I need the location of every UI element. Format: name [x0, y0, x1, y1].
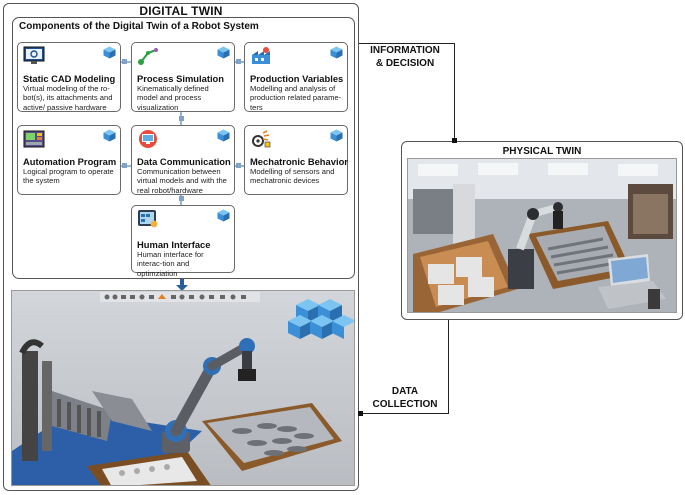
- card-mechatronic-behavior: Mechatronic Behavior Modelling of sensor…: [244, 125, 348, 195]
- decision-label-line: & DECISION: [375, 57, 435, 69]
- cube-icon: [330, 129, 343, 142]
- card-description: Logical program to operate the system: [23, 167, 114, 186]
- linear-axis: [22, 351, 38, 461]
- simulation-viewport: [11, 290, 355, 486]
- factory-icon: [252, 47, 270, 64]
- simulation-scene: [12, 291, 354, 485]
- cube-icon: [330, 46, 343, 59]
- connector-node: [179, 196, 184, 201]
- cad-monitor-icon: [23, 46, 45, 64]
- information-label-line: INFORMATION: [370, 45, 440, 56]
- card-data-communication: Data Communication Communication between…: [131, 125, 235, 195]
- card-description: Virtual modeling of the ro-bot(s), its a…: [23, 84, 113, 112]
- card-description: Human interface for interac-tion and opt…: [137, 250, 204, 278]
- cube-icon: [103, 129, 116, 142]
- touch-panel-icon: [138, 210, 158, 228]
- card-description: Communication between virtual models and…: [137, 167, 227, 195]
- plc-program-icon: [23, 130, 45, 148]
- card-title: Automation Program: [23, 156, 117, 167]
- card-human-interface: Human Interface Human interface for inte…: [131, 205, 235, 278]
- info-connector-h: [359, 43, 455, 45]
- physical-twin-photo: [407, 158, 677, 313]
- connector-node: [179, 116, 184, 121]
- connector-node: [236, 163, 241, 168]
- connector-node: [236, 59, 241, 64]
- data-connector-v: [448, 320, 450, 414]
- network-computer-icon: [139, 130, 157, 148]
- card-description: Modelling and analysis of production rel…: [250, 84, 342, 112]
- down-arrow-icon: [176, 279, 188, 291]
- card-title: Mechatronic Behavior: [250, 156, 348, 167]
- card-automation-program: Automation Program Logical program to op…: [17, 125, 121, 195]
- data-collection-label: DATA COLLECTION: [361, 386, 449, 411]
- card-title: Process Simulation: [137, 73, 225, 84]
- cube-icon: [217, 129, 230, 142]
- connector-node: [122, 59, 127, 64]
- card-description: Modelling of sensors and mechatronic dev…: [250, 167, 335, 186]
- card-title: Production Variables: [250, 73, 344, 84]
- cube-icon: [217, 46, 230, 59]
- information-decision-label: INFORMATION & DECISION: [361, 45, 449, 70]
- card-title: Static CAD Modeling: [23, 73, 116, 84]
- cube-stack-icon: [288, 299, 354, 339]
- card-title: Data Communication: [137, 156, 231, 167]
- connector-node: [122, 163, 127, 168]
- data-connector-h: [361, 413, 449, 415]
- info-connector-v: [454, 43, 456, 141]
- collection-label-line: COLLECTION: [372, 398, 438, 410]
- physical-twin-title: PHYSICAL TWIN: [502, 146, 582, 157]
- robot-cell-photo: [408, 159, 676, 312]
- robot-arm-model: [162, 338, 256, 453]
- card-static-cad-modeling: Static CAD Modeling Virtual modeling of …: [17, 42, 121, 112]
- robot-arm-icon: [138, 48, 158, 65]
- card-description: Kinematically defined model and process …: [137, 84, 209, 112]
- cube-icon: [103, 46, 116, 59]
- card-title: Human Interface: [137, 239, 211, 250]
- info-connector-end: [452, 138, 457, 143]
- data-connector-end: [358, 411, 363, 416]
- viewport-toolbar-icons: [104, 294, 246, 300]
- data-label-line: DATA: [391, 386, 419, 397]
- card-process-simulation: Process Simulation Kinematically defined…: [131, 42, 235, 112]
- digital-twin-title: DIGITAL TWIN: [139, 4, 223, 18]
- card-production-variables: Production Variables Modelling and analy…: [244, 42, 348, 112]
- sensor-gear-icon: [252, 130, 271, 148]
- cube-icon: [217, 209, 230, 222]
- components-title: Components of the Digital Twin of a Robo…: [19, 21, 259, 32]
